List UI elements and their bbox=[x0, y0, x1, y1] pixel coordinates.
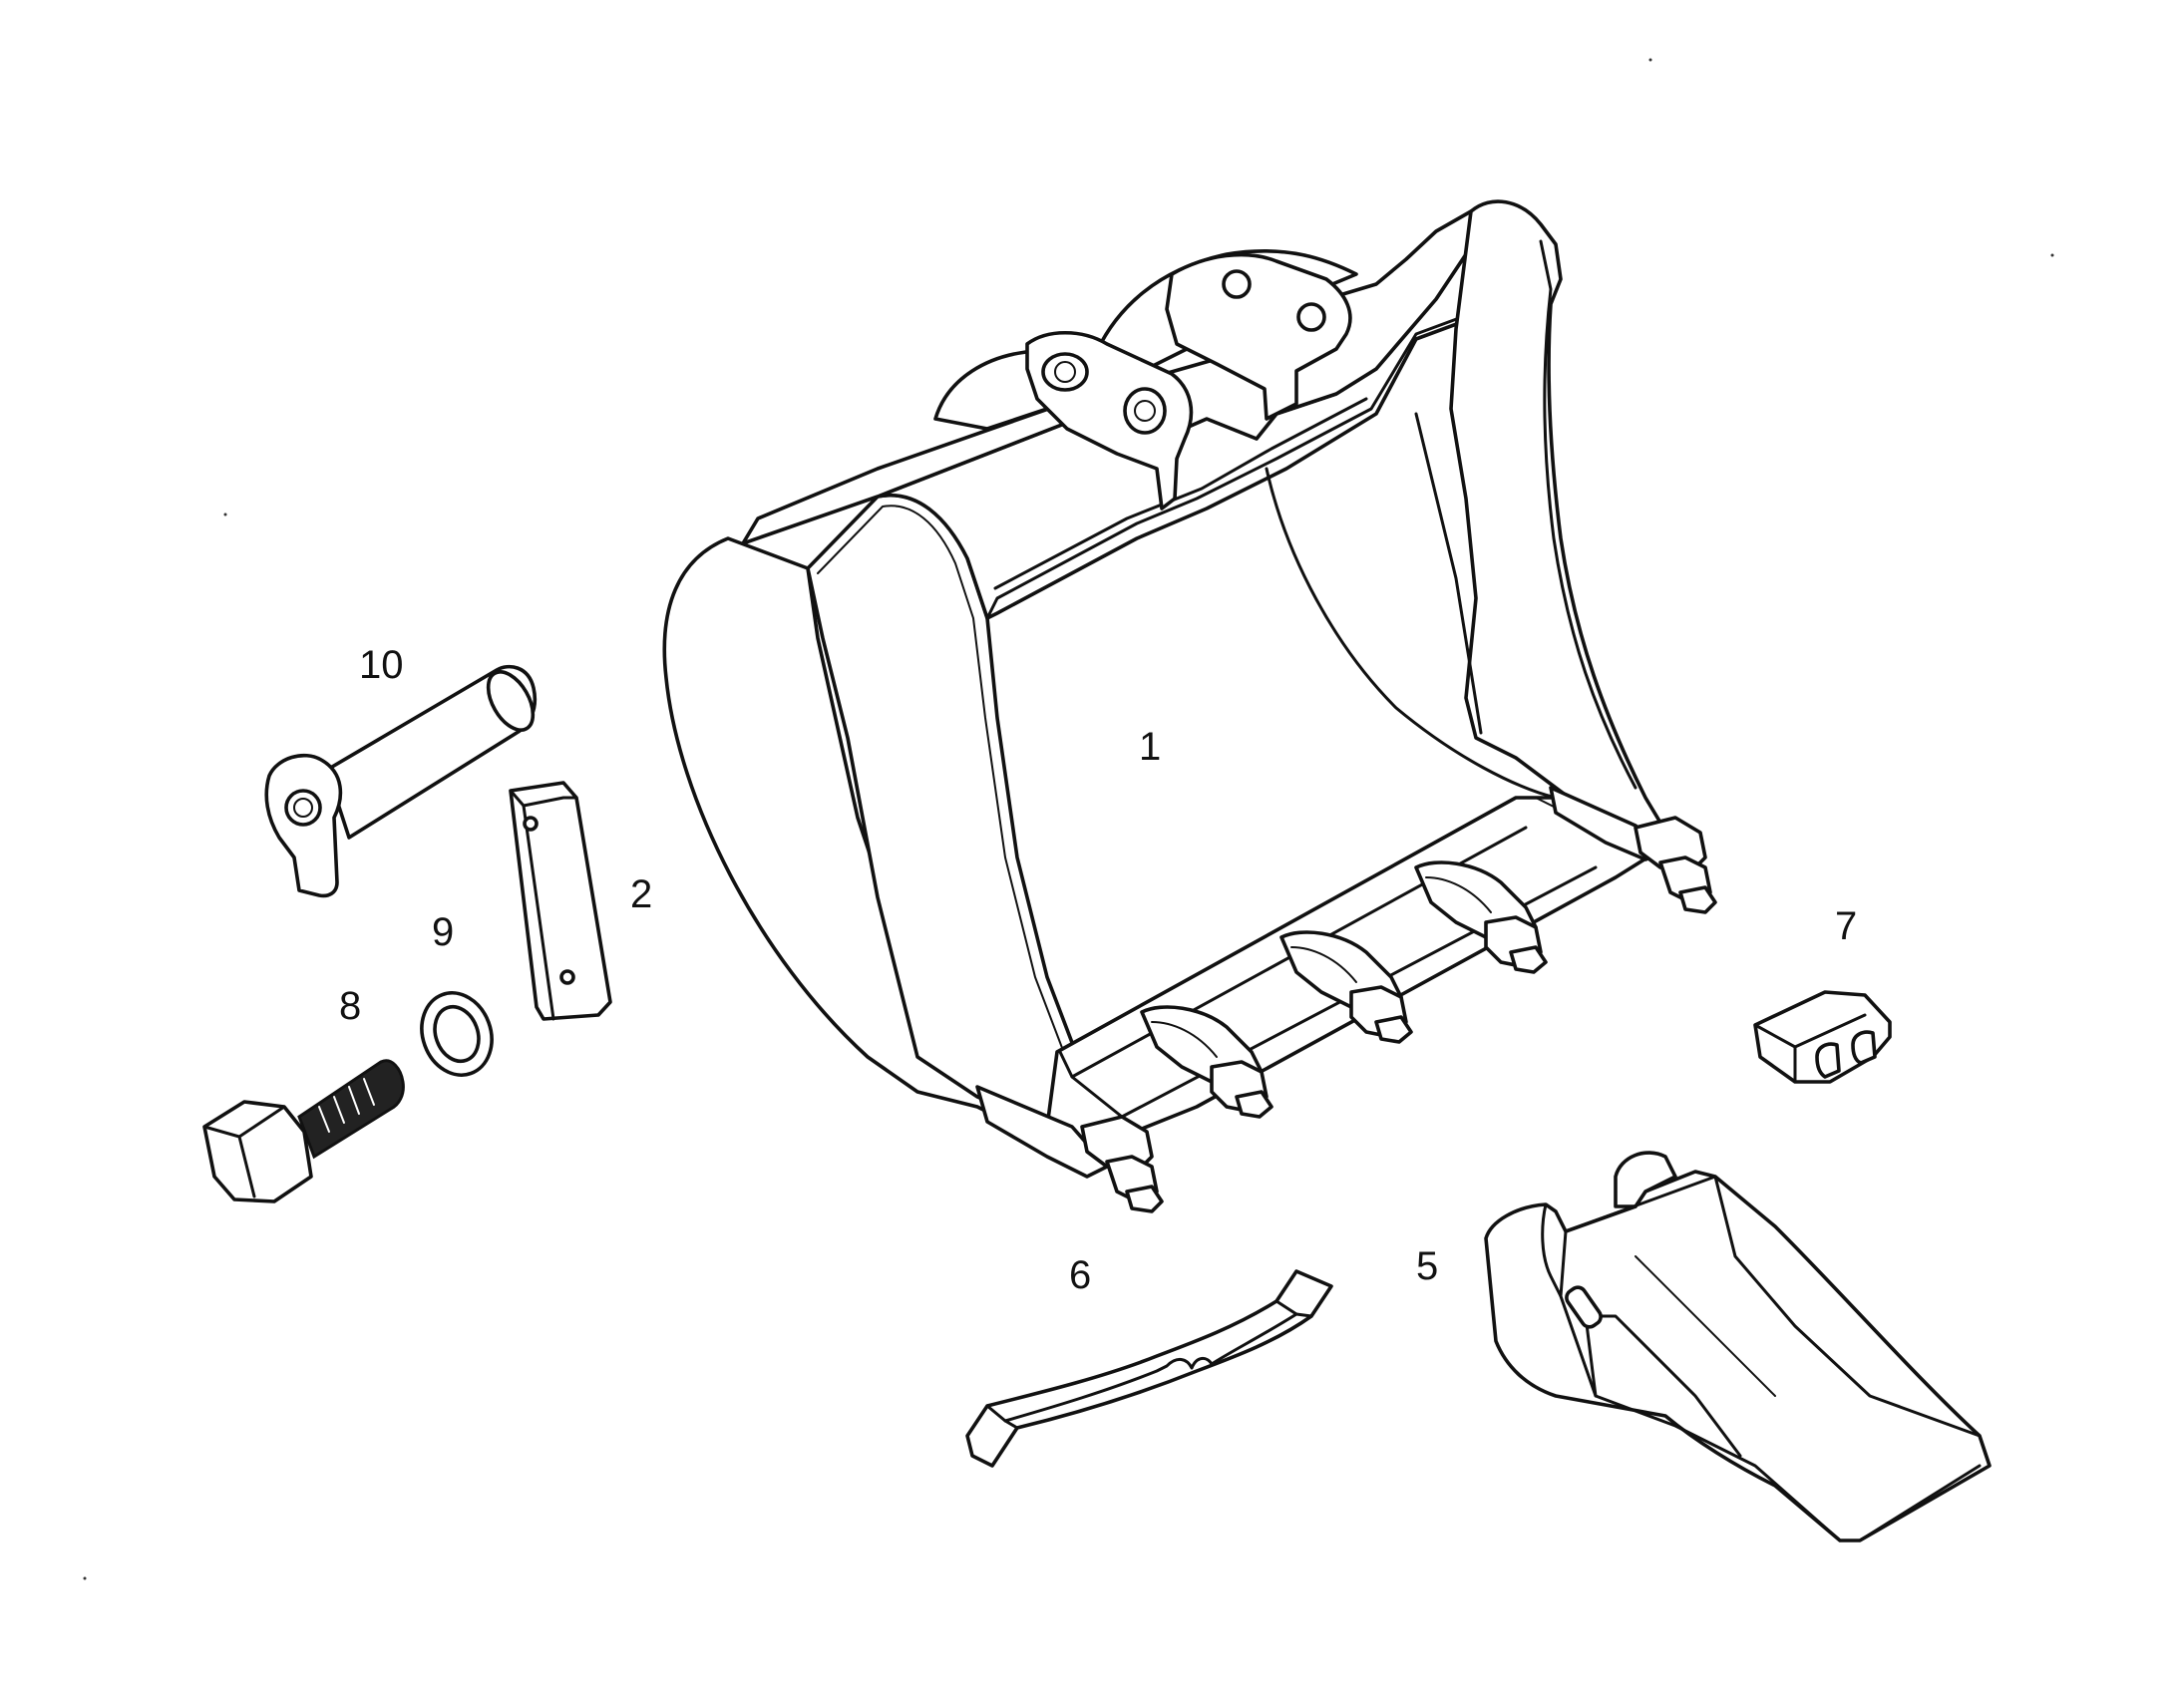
bucket-corner-adapter-right bbox=[1634, 816, 1717, 914]
bracket-hole bbox=[1222, 269, 1252, 299]
bucket-interior-back bbox=[1265, 467, 1558, 800]
callout-adapter: 5 bbox=[1416, 1244, 1438, 1288]
callout-bolt: 8 bbox=[339, 984, 361, 1028]
speck bbox=[2050, 253, 2054, 257]
bucket-teeth bbox=[1080, 816, 1717, 1213]
bucket-side-plate-right bbox=[1449, 199, 1662, 840]
speck bbox=[223, 512, 227, 516]
bucket-side-wear-strip-left bbox=[975, 1085, 1109, 1179]
bucket: 1 bbox=[662, 199, 1717, 1213]
washer-hole bbox=[433, 1004, 481, 1064]
bracket-boss bbox=[1123, 387, 1167, 435]
bucket-tooth bbox=[1414, 860, 1548, 974]
side-cutter-body bbox=[965, 1269, 1333, 1468]
retainer: 7 bbox=[1753, 904, 1892, 1084]
bucket-link-bracket-right bbox=[1165, 252, 1352, 421]
bracket-hole bbox=[1296, 302, 1326, 332]
adapter-body bbox=[1484, 1170, 1992, 1542]
callout-plate: 2 bbox=[630, 872, 652, 916]
bolt-thread bbox=[297, 1059, 405, 1160]
bolt: 8 bbox=[202, 984, 405, 1203]
callout-retainer: 7 bbox=[1835, 904, 1857, 948]
callout-washer: 9 bbox=[432, 910, 454, 954]
callout-pin: 10 bbox=[359, 643, 404, 687]
plate: 2 bbox=[509, 781, 652, 1021]
bolt-head bbox=[202, 1100, 313, 1203]
speck bbox=[83, 1576, 87, 1580]
bucket-tooth bbox=[1140, 1005, 1273, 1119]
plate-hole bbox=[559, 969, 575, 985]
bucket-corner-adapter-left bbox=[1080, 1115, 1164, 1213]
adapter-boss bbox=[1614, 1151, 1677, 1208]
bucket-interior-crease bbox=[1414, 412, 1483, 735]
adapter-pin-slot bbox=[1565, 1285, 1603, 1329]
pin: 10 bbox=[264, 643, 537, 898]
bucket-tooth bbox=[1279, 930, 1413, 1044]
plate-hole bbox=[523, 816, 539, 832]
speck bbox=[1648, 58, 1652, 62]
side-cutter: 6 bbox=[965, 1253, 1333, 1468]
plate-body bbox=[509, 781, 612, 1021]
adapter: 5 bbox=[1416, 1151, 1992, 1542]
bracket-boss bbox=[1041, 352, 1089, 392]
washer: 9 bbox=[420, 910, 494, 1077]
callout-bucket: 1 bbox=[1139, 725, 1161, 769]
bucket-left-side-shell bbox=[662, 536, 1059, 1149]
pin-lock-hole bbox=[284, 789, 322, 827]
pin-end bbox=[486, 670, 536, 732]
callout-side-cutter: 6 bbox=[1069, 1253, 1091, 1297]
